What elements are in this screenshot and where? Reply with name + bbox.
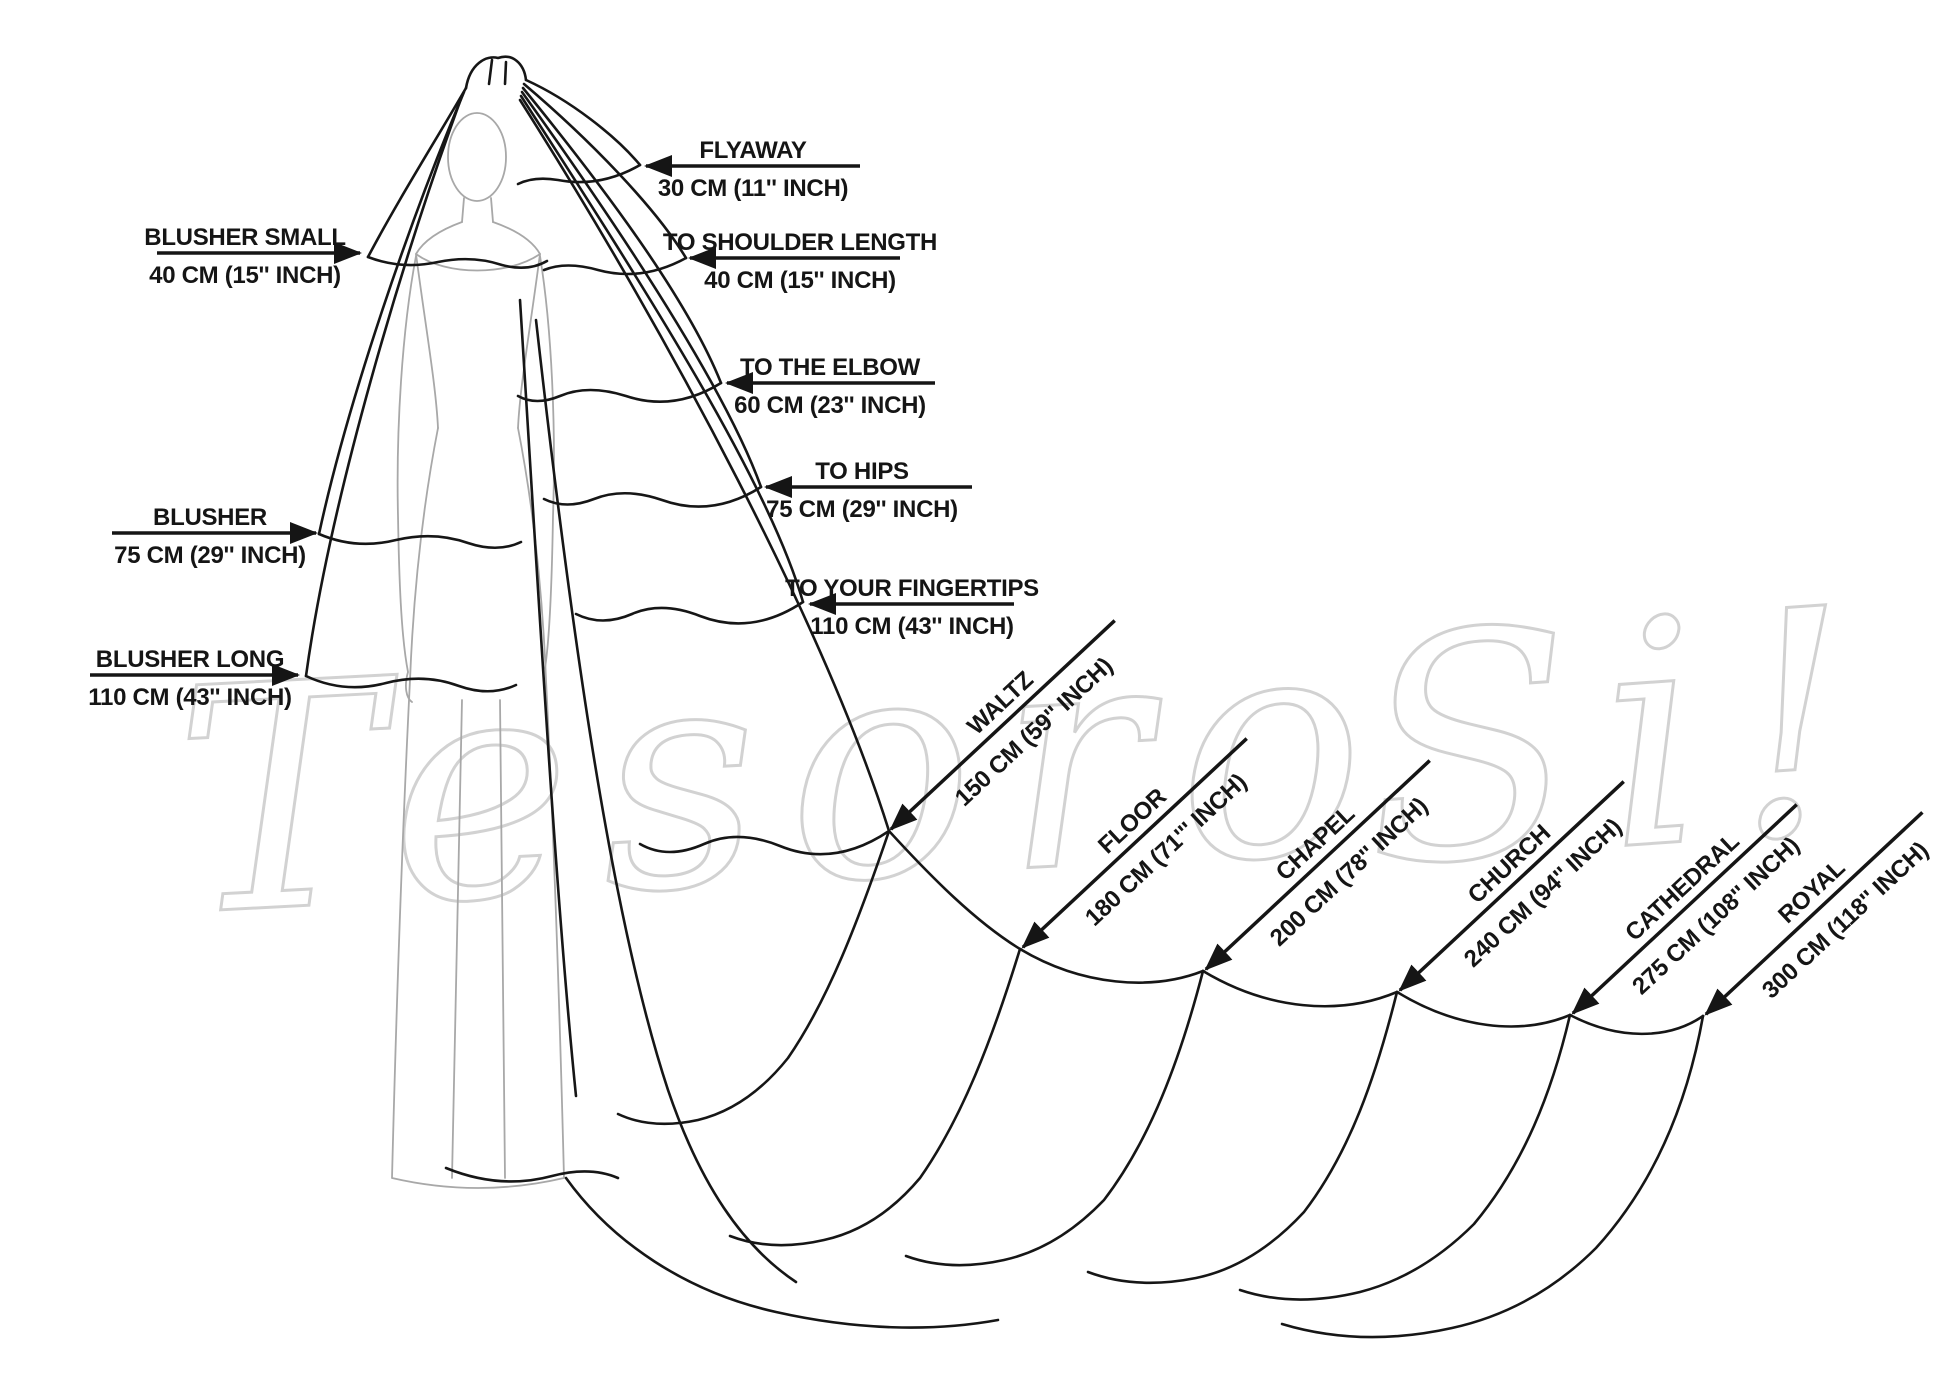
train-edge-floor (887, 829, 1022, 951)
label-flyaway: FLYAWAY 30 CM (11'' INCH) (644, 137, 860, 202)
label-blusher-small: BLUSHER SMALL 40 CM (15'' INCH) (144, 224, 362, 289)
figure-arms (396, 255, 555, 703)
figure-neck (461, 197, 494, 223)
veil-hem-blusher-small (366, 255, 549, 270)
figure-torso (415, 253, 541, 429)
veil-hem-flyaway (516, 163, 642, 186)
veil-hem-blusher (317, 532, 523, 550)
label-to-hips: TO HIPS 75 CM (29'' INCH) (764, 458, 972, 523)
royal-arrow (1704, 811, 1924, 1016)
veil-edge-waltz (518, 98, 891, 833)
veil-hem-waltz (638, 829, 891, 856)
blusher-long-name: BLUSHER LONG (96, 646, 284, 673)
blusher-small-name: BLUSHER SMALL (144, 224, 345, 251)
shoulder-name: TO SHOULDER LENGTH (663, 229, 937, 256)
label-blusher: BLUSHER 75 CM (29'' INCH) (112, 504, 318, 569)
figure-shoulders (415, 221, 541, 272)
veil-hem-elbow (516, 381, 723, 403)
veil-hem-feet (444, 1166, 620, 1183)
veil-edge-blusher-long (304, 94, 464, 678)
veil-hem-blusher-long (304, 674, 518, 693)
train-drop-cathedral (1238, 1013, 1572, 1301)
chapel-arrow (1204, 759, 1431, 971)
veil-edge-shoulder (522, 82, 688, 260)
label-to-shoulder-length: TO SHOULDER LENGTH 40 CM (15'' INCH) (663, 229, 937, 294)
floor-arrow (1021, 737, 1248, 949)
train-edge-cathedral (1395, 990, 1572, 1028)
train-bottom-sweep (564, 1176, 1000, 1329)
veil-edge-blusher (317, 90, 466, 536)
blusher-name: BLUSHER (153, 504, 267, 531)
veil-edge-elbow (521, 86, 723, 385)
church-arrow (1398, 780, 1625, 992)
blusher-small-value: 40 CM (15'' INCH) (149, 262, 341, 289)
train-drop-waltz (616, 829, 891, 1126)
train-inner-edge (534, 318, 798, 1284)
label-blusher-long: BLUSHER LONG 110 CM (43'' INCH) (88, 646, 300, 711)
veil-edge-hips (520, 90, 763, 489)
veil-hem-hips (542, 485, 763, 508)
flyaway-value: 30 CM (11'' INCH) (658, 175, 848, 202)
train-drop-floor (728, 947, 1022, 1247)
cathedral-arrow (1571, 803, 1798, 1015)
bride-figure (391, 112, 565, 1189)
veil-hem-shoulder (542, 256, 688, 276)
label-to-the-elbow: TO THE ELBOW 60 CM (23'' INCH) (725, 354, 935, 419)
hips-name: TO HIPS (815, 458, 909, 485)
watermark-left: Tesoro (168, 562, 1400, 986)
veil-hem-fingertips (574, 600, 805, 625)
veil-edge-fingertips (519, 94, 805, 604)
train-edge-chapel (1018, 947, 1205, 984)
veil-edge-flyaway (524, 78, 642, 167)
fingertips-value: 110 CM (43'' INCH) (810, 613, 1013, 640)
veil-line-art (304, 55, 1705, 1339)
label-to-your-fingertips: TO YOUR FINGERTIPS 110 CM (43'' INCH) (785, 575, 1039, 640)
flyaway-name: FLYAWAY (699, 137, 807, 164)
train-edge-royal (1568, 1013, 1705, 1036)
figure-head (447, 112, 507, 202)
hips-value: 75 CM (29'' INCH) (766, 496, 958, 523)
train-inner-line (518, 298, 578, 1098)
veil-edge-blusher-small (366, 86, 468, 259)
fingertips-name: TO YOUR FINGERTIPS (785, 575, 1039, 602)
elbow-name: TO THE ELBOW (740, 354, 921, 381)
figure-skirt-drape (451, 699, 506, 1179)
train-drop-church (1086, 990, 1399, 1285)
train-drop-chapel (904, 969, 1205, 1267)
waltz-arrow (889, 619, 1116, 831)
veil-crown (464, 55, 528, 90)
blusher-long-value: 110 CM (43'' INCH) (88, 684, 291, 711)
train-edge-church (1201, 969, 1399, 1008)
train-drop-royal (1280, 1014, 1705, 1339)
elbow-value: 60 CM (23'' INCH) (734, 392, 926, 419)
blusher-value: 75 CM (29'' INCH) (114, 542, 306, 569)
shoulder-value: 40 CM (15'' INCH) (704, 267, 896, 294)
watermark: Tesoro Si! (167, 539, 1896, 987)
watermark-right: Si! (1351, 541, 1895, 937)
